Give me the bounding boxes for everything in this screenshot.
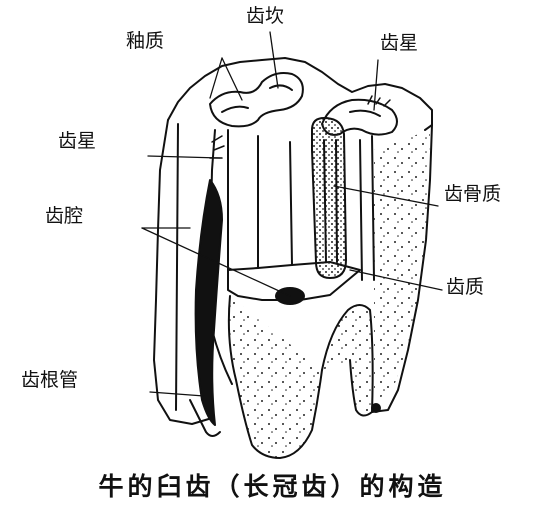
right-face <box>371 124 433 413</box>
label-pulp-cavity: 齿腔 <box>45 205 84 227</box>
root-canal-line <box>189 399 221 437</box>
label-star-left: 齿星 <box>58 130 97 152</box>
star-mark-left <box>209 135 225 159</box>
label-enamel: 釉质 <box>126 30 165 52</box>
root-right <box>321 304 374 417</box>
pulp-cavity <box>194 179 223 426</box>
left-face <box>153 119 213 425</box>
label-cementum: 齿骨质 <box>444 183 502 205</box>
leader-lines <box>141 31 443 397</box>
label-dentin: 齿质 <box>446 276 485 298</box>
enamel-fold-1 <box>209 72 304 128</box>
infundibulum-tube <box>311 117 347 279</box>
root-left <box>227 295 323 459</box>
crown-top <box>167 57 433 131</box>
star-mark-top <box>367 95 391 107</box>
label-root-canal: 齿根管 <box>21 369 79 391</box>
label-infundibulum: 齿坎 <box>246 5 285 27</box>
label-star-top: 齿星 <box>380 32 419 54</box>
figure-caption: 牛的臼齿（长冠齿）的构造 <box>98 472 447 501</box>
cut-shelf <box>227 261 361 301</box>
